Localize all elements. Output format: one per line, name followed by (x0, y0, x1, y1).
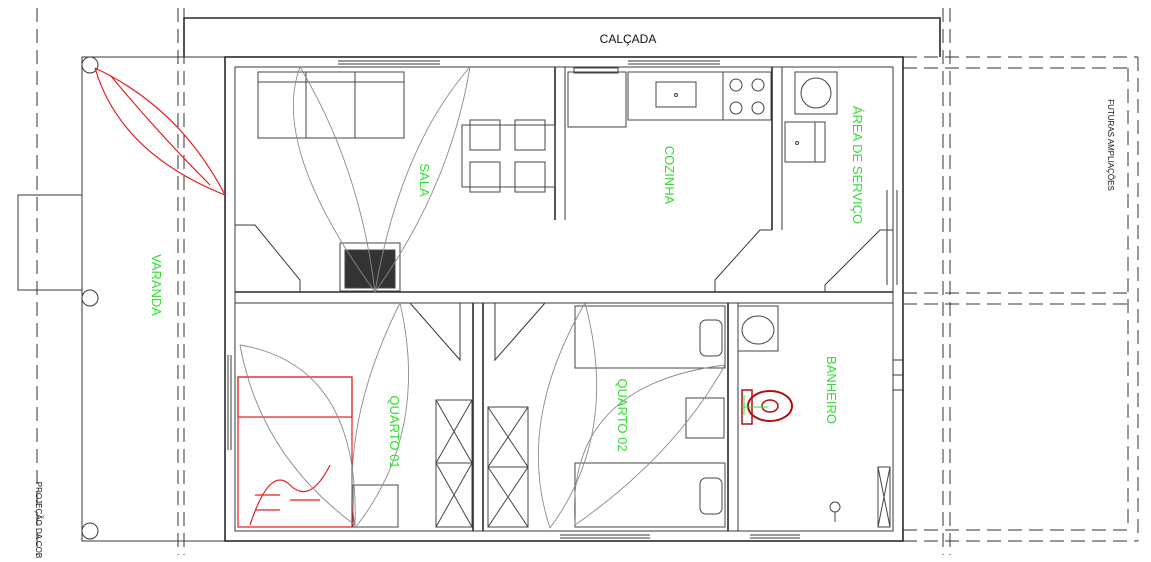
projecao-cob-label: PROJEÇÃO DA COB (34, 482, 43, 558)
door-swings (94, 66, 726, 529)
quarto02-label: QUARTO 02 (615, 378, 630, 451)
building-walls (224, 56, 904, 542)
kitchen-fixtures (567, 67, 772, 128)
varanda-label: VARANDA (149, 254, 164, 316)
calcada-label: CALÇADA (600, 32, 657, 46)
banheiro-label: BANHEIRO (824, 356, 839, 424)
quarto01-label: QUARTO 01 (387, 395, 402, 468)
quarto01-furniture (237, 376, 473, 528)
sala-label: SALA (417, 163, 432, 197)
futuras-ampliacoes-label: FUTURAS AMPLIAÇÕES (1106, 99, 1115, 191)
calcada-strip (183, 17, 941, 57)
cozinha-label: COZINHA (662, 146, 677, 205)
varanda-area (17, 56, 226, 542)
sala-furniture (257, 71, 556, 292)
bathroom-fixtures (737, 305, 891, 528)
service-fixtures (784, 71, 838, 163)
area-servico-label: ÁREA DE SERVIÇO (850, 106, 865, 224)
roof-projection-lines (36, 8, 1139, 555)
